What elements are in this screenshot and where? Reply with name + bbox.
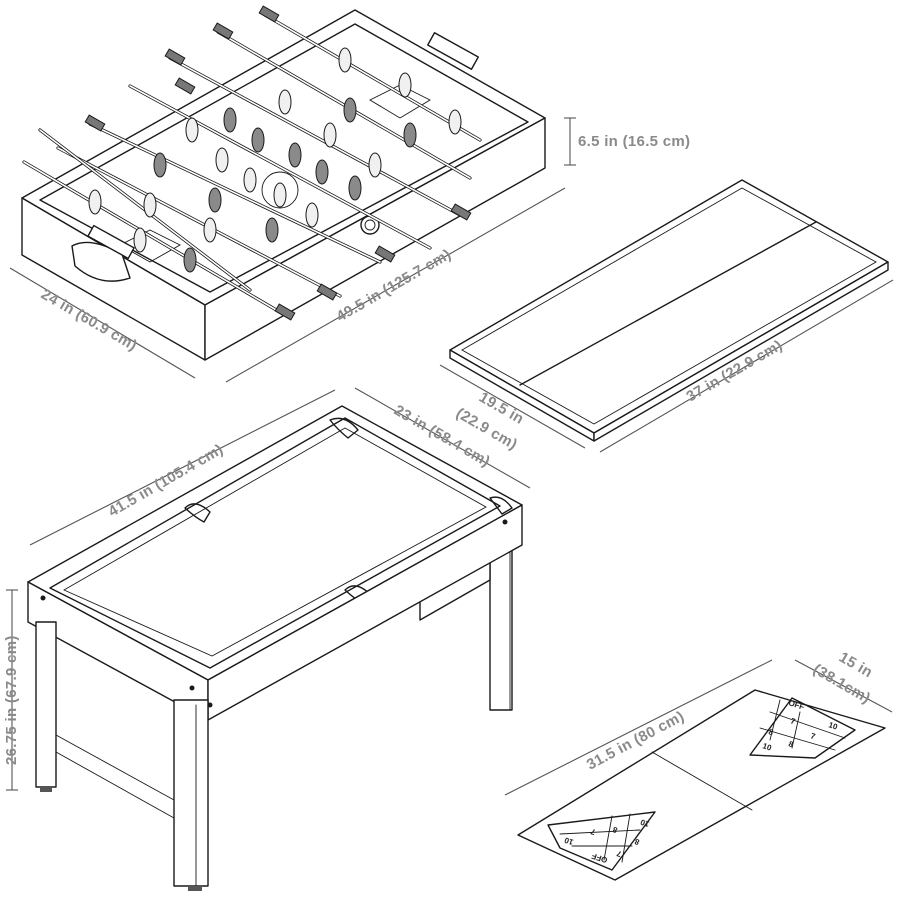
score-7-left-a: 7 — [589, 827, 597, 837]
score-10-right-b: 10 — [761, 741, 773, 752]
pocket-ml — [184, 503, 211, 523]
pp-width-dim-line — [439, 364, 586, 449]
shuffleboard: OFF 10 7 7 8 8 10 OFF 10 7 7 8 8 10 31.5… — [504, 649, 893, 881]
ping-pong-centerline — [519, 221, 817, 386]
pool-height-label: 26.75 in (67.9 cm) — [3, 635, 20, 765]
score-8-right-b: 8 — [787, 739, 795, 749]
score-counter-back — [427, 32, 479, 70]
score-10-right: 10 — [827, 720, 839, 731]
left-score-triangle — [547, 811, 656, 871]
score-7-right-b: 7 — [809, 731, 817, 741]
center-circle — [261, 171, 299, 209]
score-10-left-b: 10 — [639, 817, 651, 828]
shuffle-length-dim-line — [504, 659, 773, 796]
pool-length-dim-line — [29, 389, 336, 546]
pool-leg-back-right — [489, 544, 513, 711]
foosball-height-label: 6.5 in (16.5 cm) — [578, 133, 690, 150]
pool-felt — [63, 427, 487, 657]
foosball-playfield — [39, 23, 529, 293]
shuffleboard-board — [517, 689, 886, 881]
shuffle-width-dim-line — [794, 659, 893, 713]
score-counter-front — [87, 224, 135, 260]
score-8-right-a: 8 — [767, 727, 775, 737]
length-dim-line — [225, 187, 566, 383]
pocket-tl — [329, 417, 359, 439]
shuffleboard-center-seam — [651, 751, 753, 811]
foosball-long-side — [204, 117, 546, 361]
foosball-handles — [84, 5, 472, 321]
score-7-right-a: 7 — [789, 716, 797, 726]
right-score-triangle — [749, 697, 856, 759]
score-8-left-b: 8 — [633, 837, 641, 847]
score-10-left: 10 — [563, 835, 575, 846]
pool-leg-front-right — [173, 699, 209, 887]
pp-length-dim-line — [599, 279, 894, 453]
pool-leg-front-left — [35, 621, 57, 788]
width-dim-line — [9, 267, 196, 379]
foosball-players — [88, 47, 462, 273]
foosball-rods — [22, 13, 482, 320]
pool-width-dim-line — [354, 387, 531, 489]
score-8-left-a: 8 — [611, 825, 619, 835]
score-7-left-b: 7 — [615, 849, 623, 859]
pool-table: 41.5 in (105.4 cm) 23 in (58.4 cm) 26.75… — [3, 387, 531, 891]
pocket-tr — [489, 496, 513, 515]
